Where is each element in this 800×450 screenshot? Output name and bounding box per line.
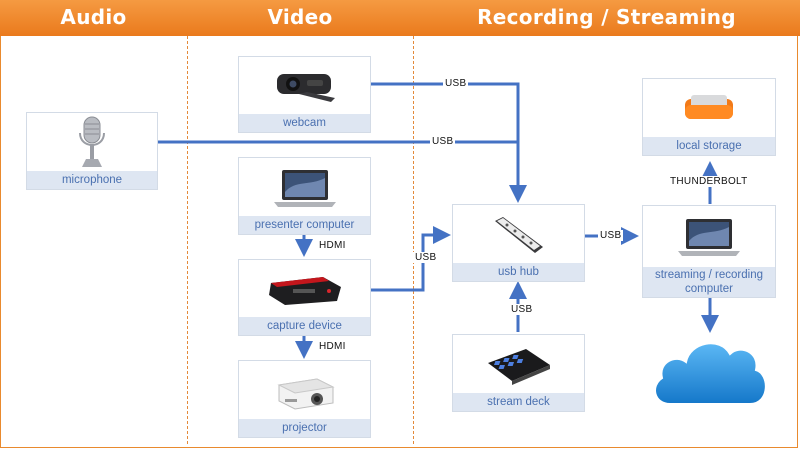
presenter-computer-label: presenter computer xyxy=(239,216,370,234)
local-storage-label: local storage xyxy=(643,137,775,155)
column-header-audio: Audio xyxy=(60,5,127,29)
header-bar: Audio Video Recording / Streaming xyxy=(0,0,800,36)
usb-hub-label: usb hub xyxy=(453,263,584,281)
usb-hub-icon xyxy=(453,205,584,265)
column-divider-audio-video xyxy=(187,36,188,444)
webcam-node: webcam xyxy=(238,56,371,133)
projector-icon xyxy=(239,361,370,421)
streaming-computer-label: streaming / recording computer xyxy=(643,267,775,297)
column-divider-video-recording xyxy=(413,36,414,444)
column-header-recording-streaming: Recording / Streaming xyxy=(477,5,736,29)
projector-node: projector xyxy=(238,360,371,438)
connection-label-webcam-usb: USB xyxy=(443,78,469,89)
microphone-label: microphone xyxy=(27,171,157,189)
local-storage-node: local storage xyxy=(642,78,776,156)
usb-hub-node: usb hub xyxy=(452,204,585,282)
connection-label-thunderbolt: THUNDERBOLT xyxy=(668,176,750,187)
hard-drive-icon xyxy=(643,79,775,139)
capture-device-label: capture device xyxy=(239,317,370,335)
webcam-label: webcam xyxy=(239,114,370,132)
connection-label-capture-usb: USB xyxy=(413,252,439,263)
connection-label-hdmi-1: HDMI xyxy=(317,240,348,251)
presenter-computer-node: presenter computer xyxy=(238,157,371,235)
streaming-computer-node: streaming / recording computer xyxy=(642,205,776,298)
line-webcam-to-hub xyxy=(371,82,527,203)
laptop-icon xyxy=(239,158,370,218)
connection-label-deck-usb: USB xyxy=(509,304,535,315)
microphone-node: microphone xyxy=(26,112,158,190)
webcam-icon xyxy=(239,57,370,115)
connection-label-microphone-usb: USB xyxy=(430,136,456,147)
capture-device-icon xyxy=(239,260,370,318)
column-header-video: Video xyxy=(267,5,333,29)
stream-deck-label: stream deck xyxy=(453,393,584,411)
laptop-icon xyxy=(643,206,775,268)
connection-label-hdmi-2: HDMI xyxy=(317,341,348,352)
microphone-icon xyxy=(27,113,157,173)
capture-device-node: capture device xyxy=(238,259,371,336)
stream-deck-node: stream deck xyxy=(452,334,585,412)
cloud-icon xyxy=(654,342,767,405)
connection-label-hub-usb: USB xyxy=(598,230,624,241)
projector-label: projector xyxy=(239,419,370,437)
stream-deck-icon xyxy=(453,335,584,395)
